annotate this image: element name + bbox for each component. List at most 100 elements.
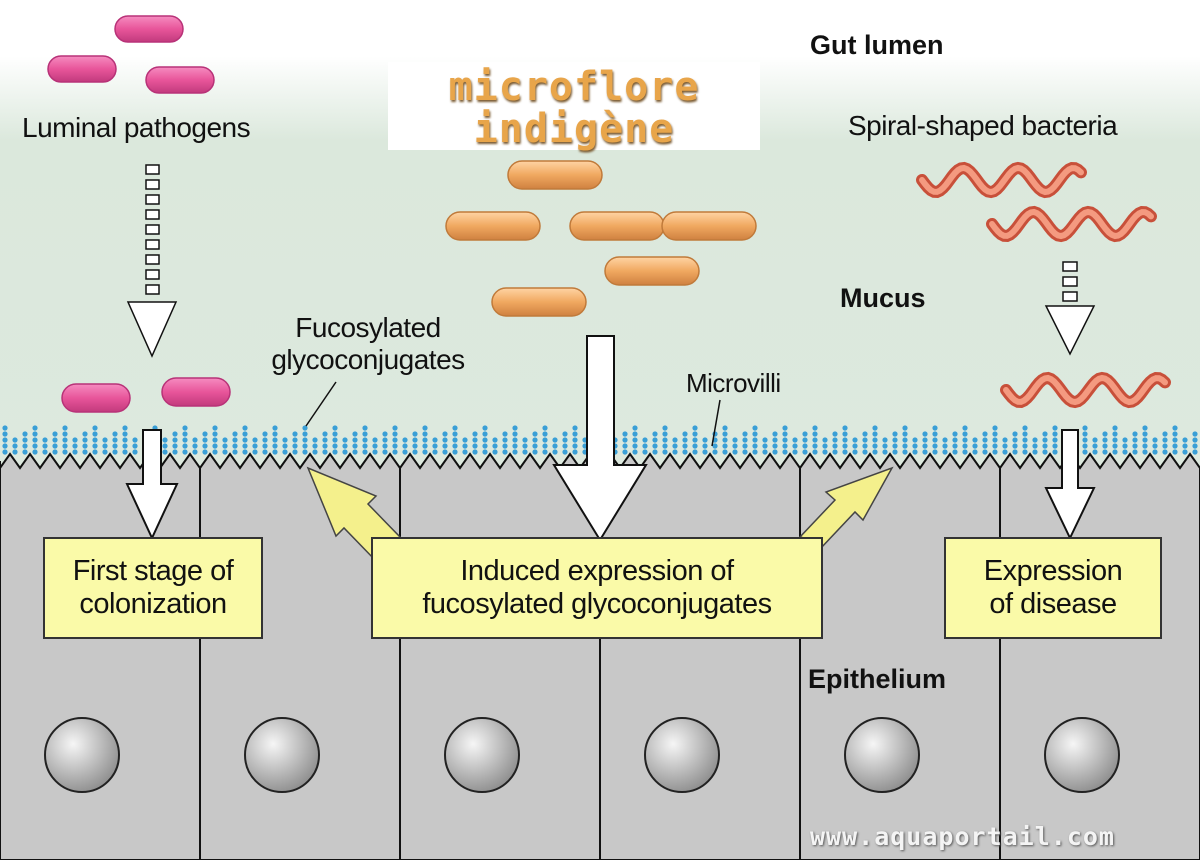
- microvillus-bead: [32, 449, 38, 455]
- microvillus: [352, 431, 358, 455]
- microvillus-bead: [502, 437, 508, 443]
- microvillus: [722, 425, 728, 455]
- microvillus: [32, 425, 38, 455]
- microvillus-bead: [992, 449, 998, 455]
- microvillus-bead: [992, 443, 998, 449]
- microvillus-bead: [82, 437, 88, 443]
- microvillus-bead: [692, 449, 698, 455]
- induced-expression-box: Induced expression of fucosylated glycoc…: [371, 537, 823, 639]
- microvillus-bead: [902, 449, 908, 455]
- microvillus-bead: [92, 431, 98, 437]
- microvillus-bead: [422, 437, 428, 443]
- nucleus: [444, 717, 520, 793]
- microvillus-bead: [922, 437, 928, 443]
- microvillus-bead: [512, 437, 518, 443]
- microvillus-bead: [852, 443, 858, 449]
- microvillus-bead: [182, 449, 188, 455]
- microvillus: [1192, 431, 1198, 455]
- microvillus-bead: [842, 431, 848, 437]
- microvillus-bead: [492, 449, 498, 455]
- microvillus-bead: [2, 437, 8, 443]
- microvillus-bead: [352, 437, 358, 443]
- microvillus-bead: [1082, 437, 1088, 443]
- microvillus: [532, 431, 538, 455]
- microvillus-bead: [532, 431, 538, 437]
- microvillus-bead: [432, 449, 438, 455]
- microvillus-bead: [762, 449, 768, 455]
- microvillus-bead: [952, 431, 958, 437]
- microvillus: [1182, 437, 1188, 455]
- microvillus-bead: [452, 443, 458, 449]
- microvillus-bead: [352, 431, 358, 437]
- microvillus-bead: [972, 449, 978, 455]
- microvillus-bead: [172, 443, 178, 449]
- microvillus: [852, 437, 858, 455]
- microvillus-bead: [852, 449, 858, 455]
- microvillus-bead: [472, 443, 478, 449]
- microvillus-bead: [362, 437, 368, 443]
- microvillus-bead: [82, 449, 88, 455]
- microvillus-bead: [872, 437, 878, 443]
- microvillus: [402, 437, 408, 455]
- pathogen-rod: [145, 66, 215, 94]
- title-panel: microflore indigène: [388, 62, 760, 152]
- microvillus: [252, 437, 258, 455]
- microvillus: [22, 431, 28, 455]
- microvillus-bead: [772, 443, 778, 449]
- microvillus-bead: [912, 437, 918, 443]
- microvillus: [792, 437, 798, 455]
- microvillus: [42, 437, 48, 455]
- microvillus-bead: [622, 431, 628, 437]
- microvillus: [692, 425, 698, 455]
- microvillus-bead: [452, 431, 458, 437]
- microvillus-bead: [92, 425, 98, 431]
- spiral-descent-arrow: [1044, 261, 1096, 356]
- microvillus-bead: [472, 437, 478, 443]
- microvillus: [452, 425, 458, 455]
- microvillus-bead: [262, 449, 268, 455]
- microvillus-bead: [422, 449, 428, 455]
- microvillus: [272, 425, 278, 455]
- microvillus-bead: [682, 449, 688, 455]
- microvillus-bead: [642, 437, 648, 443]
- microvillus-bead: [512, 443, 518, 449]
- microvillus-bead: [1032, 449, 1038, 455]
- microvillus-bead: [632, 437, 638, 443]
- microvillus-bead: [282, 449, 288, 455]
- microvillus: [902, 425, 908, 455]
- microvillus-bead: [482, 443, 488, 449]
- microvillus-bead: [962, 437, 968, 443]
- microvilli-label: Microvilli: [686, 368, 781, 398]
- microvillus-bead: [262, 437, 268, 443]
- microvillus-bead: [672, 443, 678, 449]
- microvillus: [1092, 437, 1098, 455]
- microvillus-bead: [572, 425, 578, 431]
- microvillus-bead: [212, 437, 218, 443]
- microvillus: [982, 431, 988, 455]
- microvillus-bead: [1172, 443, 1178, 449]
- microvillus: [652, 431, 658, 455]
- microvillus: [552, 437, 558, 455]
- microvillus-bead: [452, 449, 458, 455]
- first-stage-text: First stage of colonization: [72, 555, 234, 620]
- microvillus-bead: [1052, 443, 1058, 449]
- microvillus-bead: [242, 449, 248, 455]
- microvillus-bead: [382, 437, 388, 443]
- microvillus-bead: [402, 449, 408, 455]
- microvillus: [1002, 437, 1008, 455]
- mucus-label: Mucus: [840, 283, 926, 313]
- microvillus-bead: [1052, 437, 1058, 443]
- microvillus-bead: [82, 431, 88, 437]
- microvillus-bead: [2, 425, 8, 431]
- microvillus: [12, 437, 18, 455]
- microvillus-bead: [1002, 443, 1008, 449]
- microvillus-bead: [632, 431, 638, 437]
- microvillus-bead: [1142, 431, 1148, 437]
- microvillus-bead: [902, 431, 908, 437]
- microvillus-bead: [852, 437, 858, 443]
- microvillus-bead: [312, 437, 318, 443]
- microvillus-bead: [842, 443, 848, 449]
- microvillus-bead: [902, 437, 908, 443]
- microvillus: [632, 425, 638, 455]
- microvillus-bead: [322, 449, 328, 455]
